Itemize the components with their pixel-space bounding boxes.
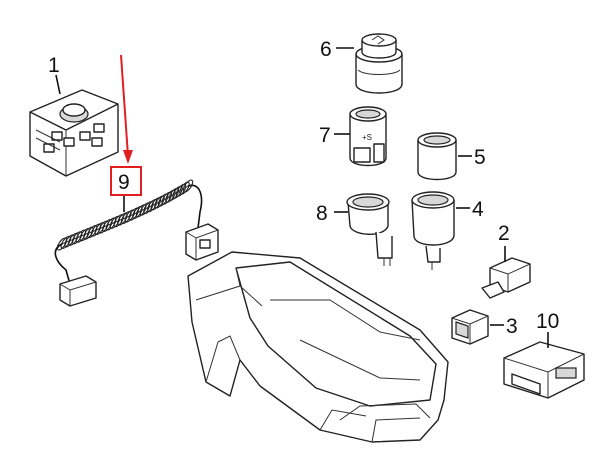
coil-ring (179, 181, 190, 195)
part-1-control-module (29, 89, 119, 177)
callout-5: 5 (474, 146, 486, 169)
part-8-socket-housing (346, 193, 393, 266)
callout-6: 6 (320, 38, 332, 61)
part-10-media-module (503, 341, 585, 399)
callout-8: 8 (316, 202, 328, 225)
svg-text:+S: +S (362, 133, 372, 142)
center-console (187, 251, 449, 443)
coil-ring (182, 179, 194, 193)
part-3-small-switch (451, 309, 489, 345)
part-7-socket: +S (349, 106, 387, 167)
callout-1: 1 (48, 54, 60, 77)
part-5-cap (417, 132, 457, 181)
part-6-lighter (355, 33, 403, 94)
highlight-box (110, 166, 142, 196)
callout-10: 10 (536, 310, 559, 333)
callout-4: 4 (472, 198, 484, 221)
part-4-socket-housing (411, 191, 455, 270)
part-9-coiled-harness (54, 179, 219, 307)
highlight-arrow (120, 54, 133, 164)
callout-7: 7 (319, 124, 331, 147)
part-2-switch (481, 257, 531, 299)
callout-9: 9 (118, 171, 130, 194)
callout-2: 2 (498, 222, 510, 245)
callout-3: 3 (506, 315, 518, 338)
